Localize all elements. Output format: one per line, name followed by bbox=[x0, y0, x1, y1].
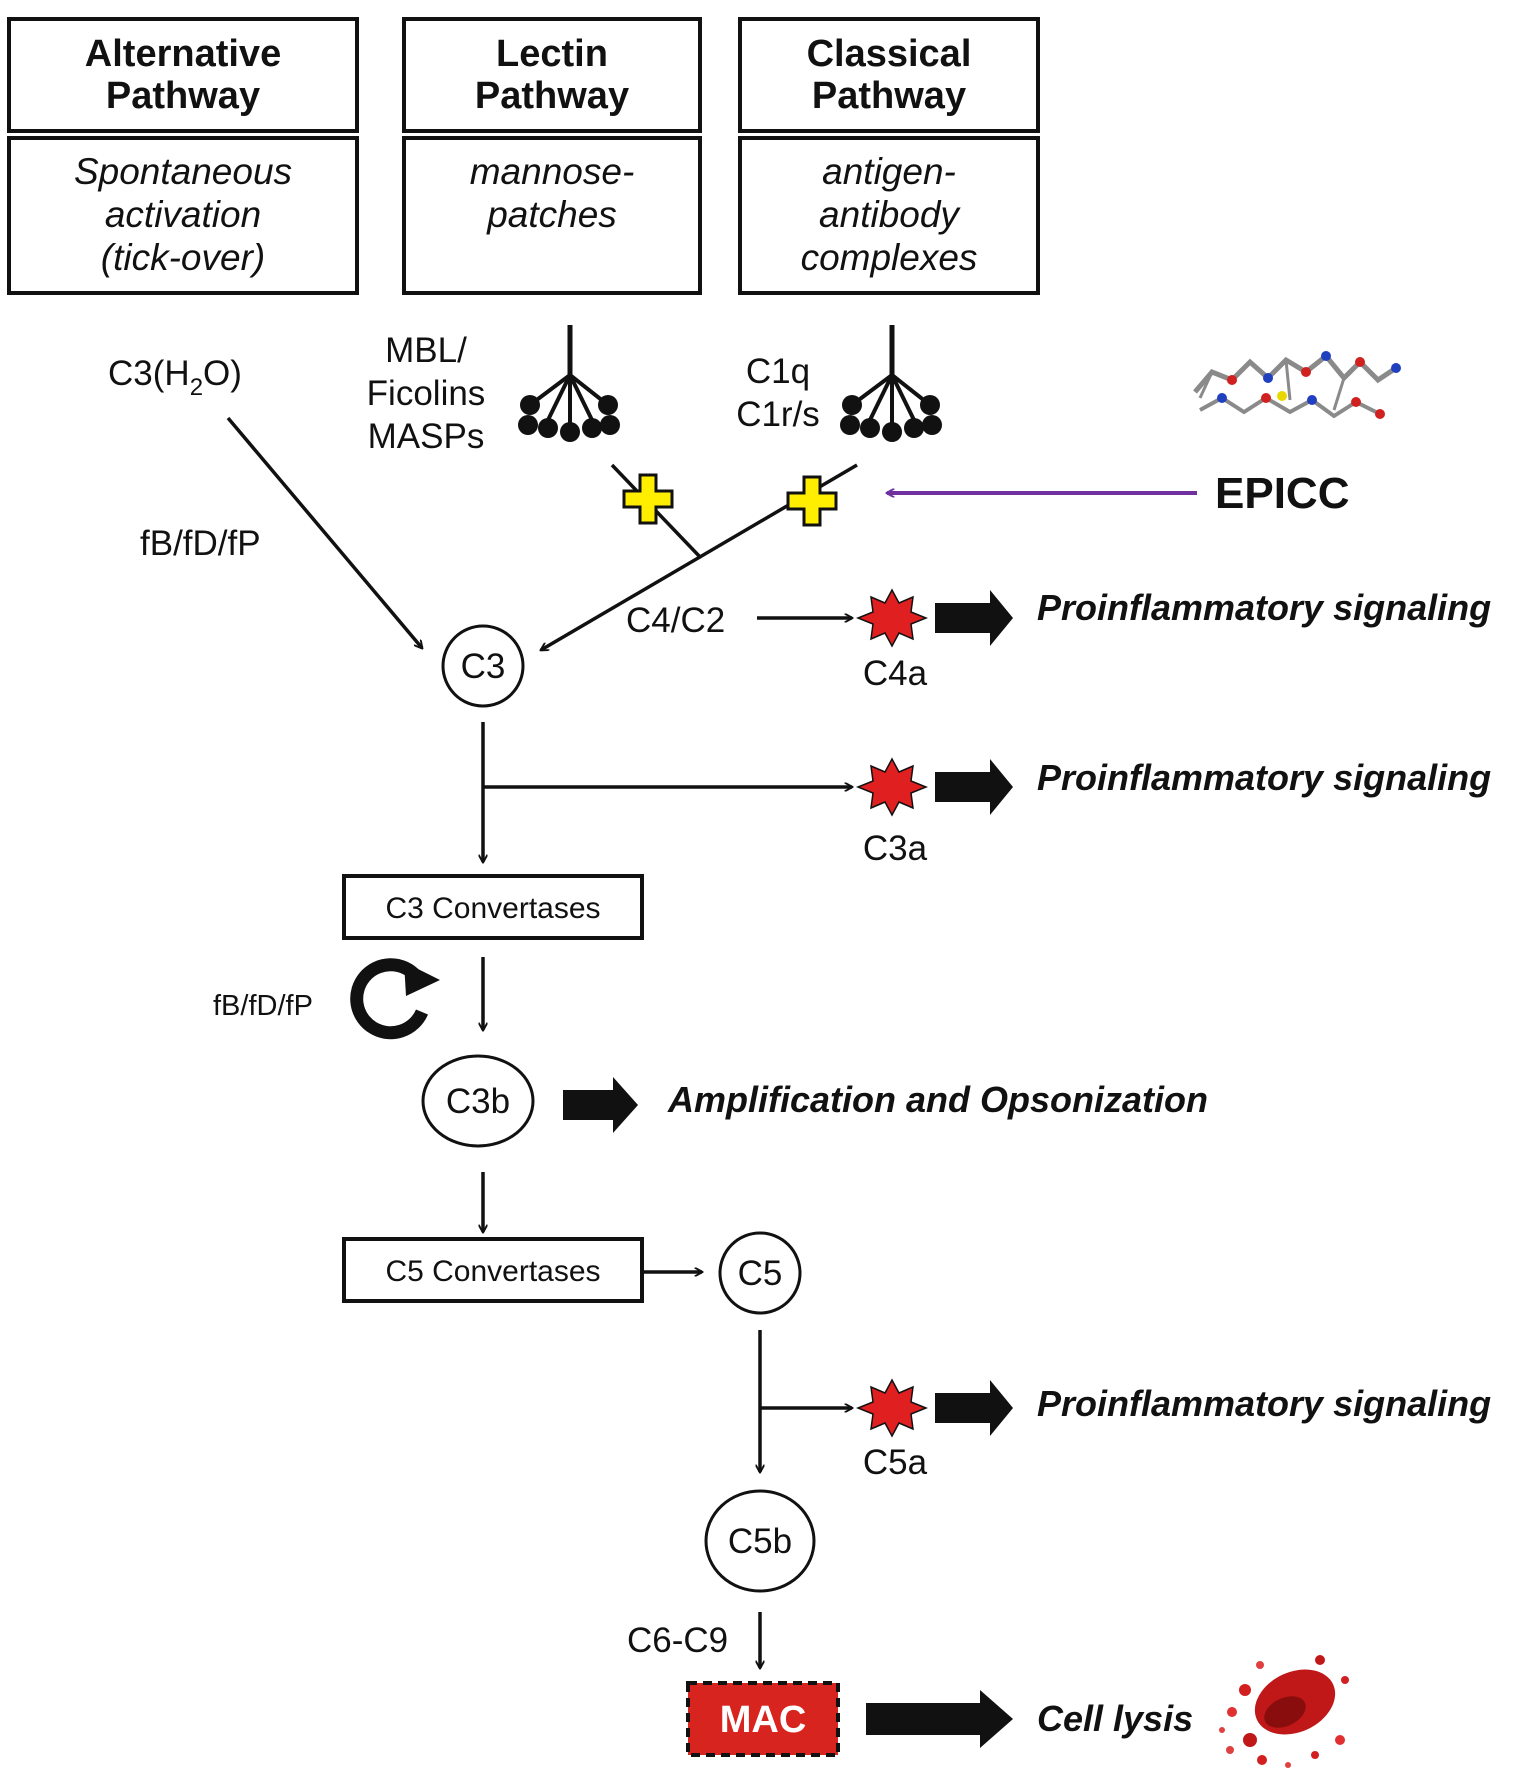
mac-outcome-arrow-icon bbox=[866, 1690, 1013, 1748]
c5-node bbox=[718, 1231, 802, 1315]
fb-fd-fp-loop-label: fB/fD/fP bbox=[213, 990, 313, 1022]
classical-trigger-line1: antigen- bbox=[822, 151, 956, 192]
lectin-pathway-title-line2: Pathway bbox=[475, 75, 629, 117]
c3a-outcome-label: Proinflammatory signaling bbox=[1037, 757, 1491, 798]
c5b-label: C5b bbox=[728, 1522, 792, 1561]
mac-label: MAC bbox=[720, 1699, 807, 1741]
c3-label: C3 bbox=[461, 647, 506, 686]
c4a-outcome-label: Proinflammatory signaling bbox=[1037, 587, 1491, 628]
c3a-label: C3a bbox=[863, 829, 928, 868]
epicc-label: EPICC bbox=[1215, 469, 1349, 518]
alternative-pathway-panel: Alternative Pathway Spontaneous activati… bbox=[7, 17, 359, 295]
c3-h2o-label: C3(H2O) bbox=[108, 354, 242, 401]
classical-trigger-line3: complexes bbox=[801, 237, 978, 278]
alternative-trigger-line1: Spontaneous bbox=[74, 151, 292, 192]
c3b-node bbox=[421, 1054, 535, 1148]
c6-c9-label: C6-C9 bbox=[627, 1621, 728, 1660]
classical-pathway-title-line2: Pathway bbox=[812, 75, 966, 117]
mbl-label: MBL/ bbox=[385, 331, 467, 370]
lectin-inhibition-cross-icon bbox=[622, 473, 674, 525]
c1q-label: C1q bbox=[746, 352, 810, 391]
c3-convertases-box bbox=[342, 874, 644, 940]
mac-box bbox=[686, 1681, 840, 1757]
alternative-trigger-line2: activation bbox=[105, 194, 261, 235]
c4a-label: C4a bbox=[863, 654, 928, 693]
c5-convertases-box bbox=[342, 1237, 644, 1303]
mac-outcome-label: Cell lysis bbox=[1037, 1698, 1193, 1739]
c5a-outcome-label: Proinflammatory signaling bbox=[1037, 1383, 1491, 1424]
c5-label: C5 bbox=[738, 1254, 783, 1293]
c4a-anaphylatoxin-icon bbox=[855, 588, 929, 648]
c5-convertases-label: C5 Convertases bbox=[385, 1255, 600, 1288]
c5a-label: C5a bbox=[863, 1443, 928, 1482]
classical-inhibition-cross-icon bbox=[786, 475, 838, 527]
c4a-outcome-arrow-icon bbox=[935, 590, 1013, 646]
c3b-outcome-arrow-icon bbox=[563, 1077, 638, 1133]
alternative-trigger-line3: (tick-over) bbox=[101, 237, 265, 278]
alternative-pathway-title-line2: Pathway bbox=[106, 75, 260, 117]
alternative-to-c3-arrow bbox=[226, 416, 422, 648]
c5a-outcome-arrow-icon bbox=[935, 1380, 1013, 1436]
alternative-pathway-title-line1: Alternative bbox=[85, 33, 281, 75]
lysed-cell-icon bbox=[1219, 1655, 1349, 1768]
c4-c2-label: C4/C2 bbox=[626, 601, 725, 640]
classical-pathway-title-line1: Classical bbox=[807, 33, 972, 75]
epicc-molecule-icon bbox=[1193, 351, 1401, 419]
c3a-outcome-arrow-icon bbox=[935, 759, 1013, 815]
amplification-loop-icon bbox=[350, 958, 428, 1040]
c3-convertases-label: C3 Convertases bbox=[385, 892, 600, 925]
classical-trigger-line2: antibody bbox=[819, 194, 961, 235]
c3a-anaphylatoxin-icon bbox=[855, 757, 929, 817]
c3b-label: C3b bbox=[446, 1082, 510, 1121]
amplification-loop-arrowhead-icon bbox=[404, 962, 440, 996]
c5b-node bbox=[704, 1489, 816, 1593]
c5a-anaphylatoxin-icon bbox=[855, 1378, 929, 1438]
c3-node bbox=[441, 624, 525, 708]
c3b-outcome-label: Amplification and Opsonization bbox=[667, 1079, 1208, 1120]
classical-pathway-panel: Classical Pathway antigen- antibody comp… bbox=[738, 17, 1040, 295]
c1rs-label: C1r/s bbox=[736, 395, 820, 434]
lectin-pathway-panel: Lectin Pathway mannose- patches bbox=[402, 17, 702, 295]
masps-label: MASPs bbox=[368, 417, 485, 456]
ficolins-label: Ficolins bbox=[367, 374, 486, 413]
lectin-trigger-line2: patches bbox=[486, 194, 617, 235]
lectin-trigger-line1: mannose- bbox=[470, 151, 635, 192]
mbl-bouquet-icon bbox=[518, 325, 620, 442]
lectin-pathway-title-line1: Lectin bbox=[496, 33, 608, 75]
fb-fd-fp-top-label: fB/fD/fP bbox=[140, 524, 261, 563]
c1-bouquet-icon bbox=[840, 325, 942, 442]
